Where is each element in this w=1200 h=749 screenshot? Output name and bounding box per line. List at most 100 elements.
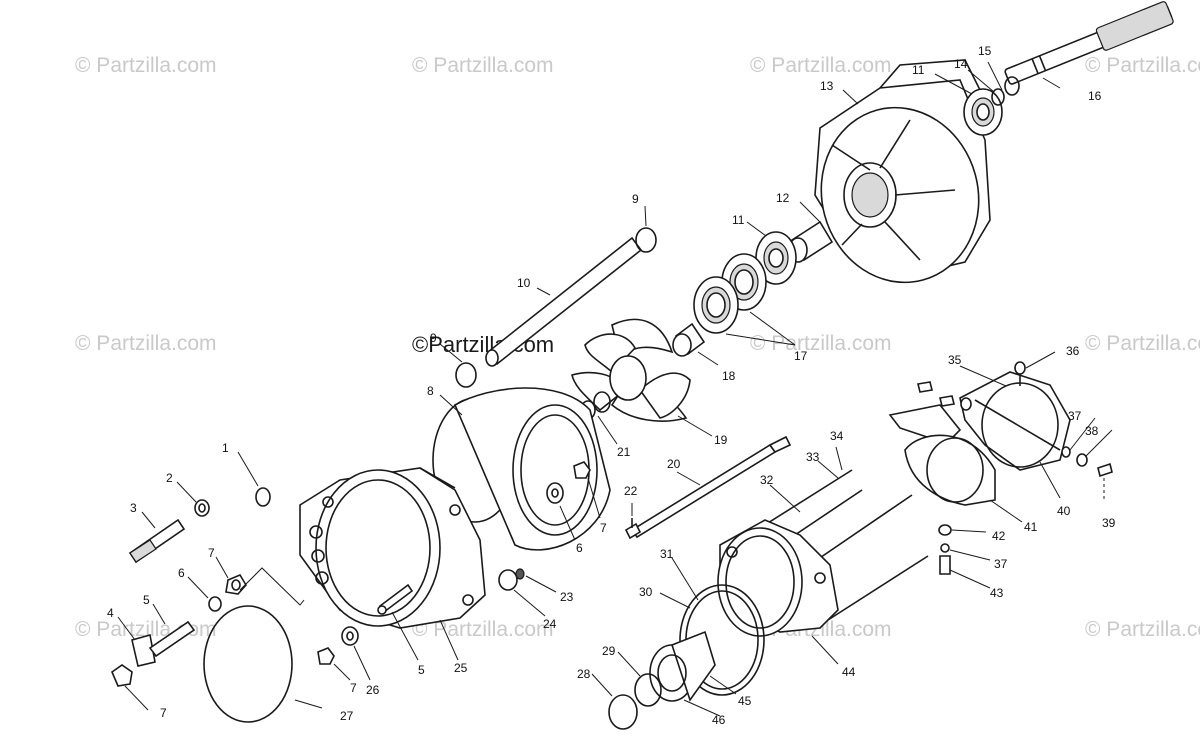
part-15-ring	[1004, 76, 1020, 96]
part-4-bracket	[131, 633, 156, 667]
callout-42: 42	[992, 529, 1006, 543]
callout-45: 45	[738, 694, 752, 708]
watermark: © Partzilla.com	[750, 54, 892, 77]
part-13-pump-housing	[814, 59, 991, 284]
part-22-pin	[624, 518, 642, 540]
callout-43: 43	[990, 586, 1004, 600]
callout-13: 13	[820, 79, 834, 93]
part-7-nut-lower-left	[111, 664, 133, 687]
callout-5: 5	[418, 663, 425, 677]
part-bolts-upper-right	[917, 381, 972, 411]
part-7-nut-left	[225, 573, 247, 595]
part-28-ring	[608, 694, 638, 730]
callout-37: 37	[1068, 409, 1082, 423]
watermark: © Partzilla.com	[412, 54, 554, 77]
watermark-group: © Partzilla.com © Partzilla.com © Partzi…	[75, 54, 1200, 641]
part-38-washer	[1076, 453, 1088, 467]
callout-12: 12	[776, 191, 790, 205]
watermark: © Partzilla.com	[1085, 54, 1200, 77]
part-37-washer-lower	[940, 543, 950, 553]
callout-31: 31	[660, 547, 674, 561]
callout-35: 35	[948, 353, 962, 367]
part-6-washer-right	[546, 482, 564, 504]
callout-3: 3	[130, 501, 137, 515]
callout-2: 2	[166, 471, 173, 485]
callout-33: 33	[806, 450, 820, 464]
callout-21: 21	[617, 445, 631, 459]
callout-18: 18	[722, 369, 736, 383]
callout-46: 46	[712, 713, 726, 727]
watermark: © Partzilla.com	[1085, 332, 1200, 355]
part-2-nut	[194, 499, 210, 517]
part-39-bolt	[1097, 462, 1113, 500]
part-41-steering-arm	[888, 404, 996, 506]
part-18-spacer	[672, 322, 706, 357]
part-37-washer-upper	[1061, 446, 1071, 458]
callout-6: 6	[576, 541, 583, 555]
callout-27: 27	[340, 709, 354, 723]
watermark: © Partzilla.com	[75, 54, 217, 77]
part-36-pin	[1014, 361, 1026, 386]
part-9-ring-upper	[635, 227, 657, 253]
part-5-stud-left	[148, 620, 196, 658]
part-29-ring	[634, 673, 662, 707]
callout-36: 36	[1066, 344, 1080, 358]
callout-4: 4	[107, 606, 114, 620]
callout-16: 16	[1088, 89, 1102, 103]
part-1-ring	[255, 487, 271, 507]
callout-7: 7	[350, 681, 357, 695]
callout-5: 5	[143, 593, 150, 607]
part-27-o-ring	[203, 605, 293, 723]
part-42-washer	[938, 524, 952, 536]
callout-41: 41	[1024, 520, 1038, 534]
callout-25: 25	[454, 661, 468, 675]
part-6-washer-left	[208, 596, 222, 612]
callout-26: 26	[366, 683, 380, 697]
part-12-sleeve	[788, 220, 834, 263]
callout-7: 7	[160, 706, 167, 720]
part-16-drive-shaft	[1004, 1, 1174, 85]
callout-10: 10	[517, 276, 531, 290]
callout-7: 7	[208, 546, 215, 560]
callout-15: 15	[978, 44, 992, 58]
callout-labels: 16 15 14 11 13 12 11 9 10 9 17 18 19 21 …	[107, 44, 1116, 727]
callout-19: 19	[714, 433, 728, 447]
part-7-nut-lower	[317, 647, 335, 665]
callout-39: 39	[1102, 516, 1116, 530]
callout-28: 28	[577, 667, 591, 681]
part-35-reverse-bucket	[959, 371, 1071, 471]
callout-11: 11	[912, 63, 925, 77]
callout-7: 7	[600, 521, 607, 535]
leader-lines	[117, 61, 1113, 717]
callout-14: 14	[954, 57, 968, 71]
callout-9: 9	[430, 331, 437, 345]
part-5-stud	[377, 583, 414, 615]
callout-32: 32	[760, 473, 774, 487]
callout-38: 38	[1085, 424, 1099, 438]
callout-23: 23	[560, 590, 574, 604]
connector-line	[239, 567, 305, 606]
callout-24: 24	[543, 617, 557, 631]
callout-6: 6	[178, 566, 185, 580]
watermark: © Partzilla.com	[750, 332, 892, 355]
watermark: © Partzilla.com	[75, 332, 217, 355]
callout-1: 1	[222, 441, 229, 455]
callout-40: 40	[1057, 504, 1071, 518]
callout-34: 34	[830, 429, 844, 443]
part-17-seals	[693, 253, 767, 334]
part-19-impeller	[571, 318, 691, 422]
callout-9: 9	[632, 192, 639, 206]
callout-8: 8	[427, 384, 434, 398]
watermark: © Partzilla.com	[1085, 618, 1200, 641]
callout-37: 37	[994, 557, 1008, 571]
part-9-ring-lower	[455, 362, 477, 388]
callout-22: 22	[624, 484, 638, 498]
callout-29: 29	[602, 644, 616, 658]
part-43-bolt	[939, 555, 951, 575]
part-11-bearing-top	[963, 88, 1003, 136]
part-23-24-fitting	[498, 568, 525, 591]
part-7-nut-right	[573, 461, 591, 479]
part-26-washer	[341, 626, 359, 646]
callout-44: 44	[842, 665, 856, 679]
